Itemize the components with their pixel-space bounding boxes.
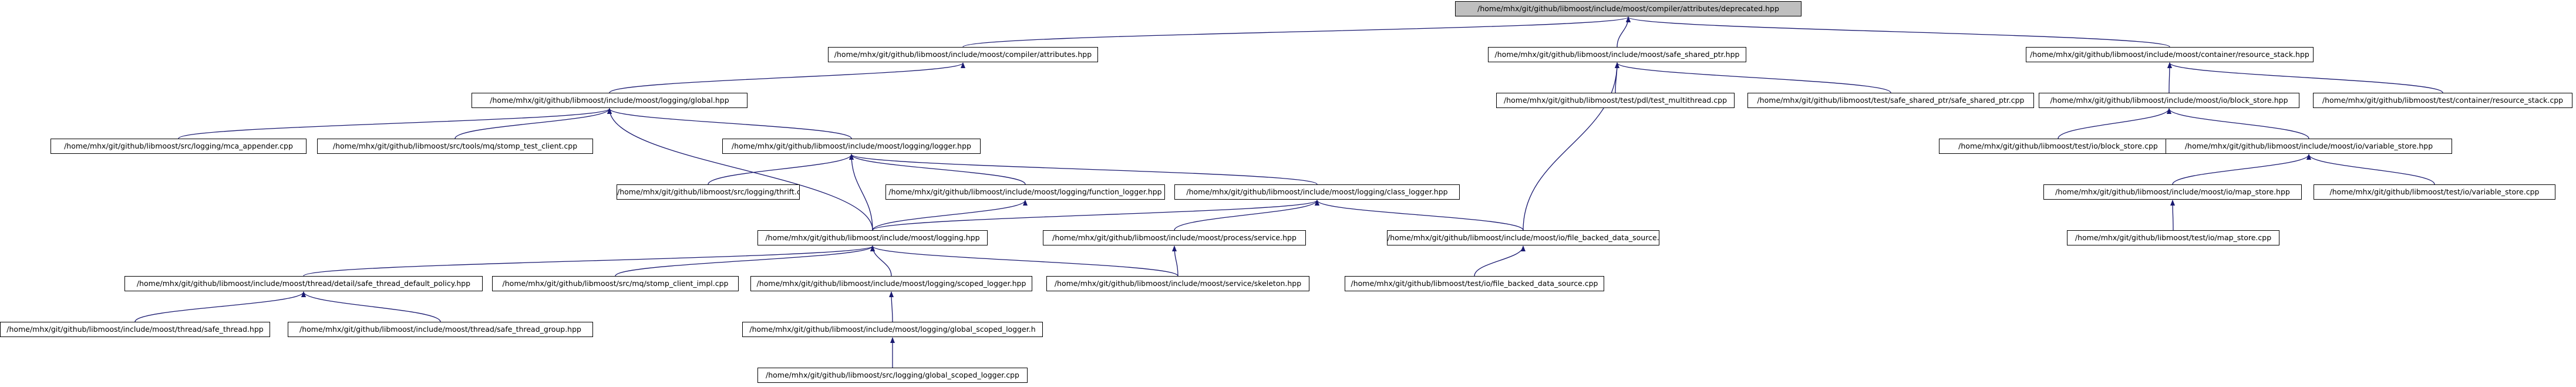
dependency-edge	[301, 291, 441, 322]
root-file-node[interactable]: /home/mhx/git/github/libmoost/include/mo…	[1455, 1, 1801, 16]
dependency-edge	[2167, 62, 2172, 93]
file-node[interactable]: /home/mhx/git/github/libmoost/src/tools/…	[317, 139, 593, 154]
dependency-edge	[178, 108, 612, 139]
file-node[interactable]: /home/mhx/git/github/libmoost/include/mo…	[757, 230, 988, 245]
file-node[interactable]: /home/mhx/git/github/libmoost/include/mo…	[2026, 47, 2314, 62]
file-node[interactable]: /home/mhx/git/github/libmoost/include/mo…	[288, 322, 593, 337]
dependency-edge	[1617, 16, 1631, 48]
dependency-edge	[607, 108, 873, 231]
dependency-edge	[872, 200, 1319, 231]
file-node[interactable]: /home/mhx/git/github/libmoost/test/io/ma…	[2067, 230, 2279, 245]
dependency-edge	[1174, 200, 1319, 231]
dependency-edge	[2172, 154, 2311, 185]
dependency-edge	[870, 245, 892, 277]
file-node[interactable]: /home/mhx/git/github/libmoost/src/loggin…	[757, 368, 1028, 383]
file-node[interactable]: /home/mhx/git/github/libmoost/include/mo…	[722, 139, 981, 154]
dependency-edge	[303, 245, 875, 277]
dependency-edge	[1615, 62, 1891, 93]
file-node[interactable]: /home/mhx/git/github/libmoost/src/loggin…	[50, 139, 307, 154]
dependency-edge	[962, 16, 1631, 48]
dependency-edge	[849, 154, 873, 231]
file-node[interactable]: /home/mhx/git/github/libmoost/include/mo…	[828, 47, 1098, 62]
file-node[interactable]: /home/mhx/git/github/libmoost/include/mo…	[2039, 93, 2299, 108]
dependency-edge	[134, 291, 306, 322]
file-node[interactable]: /home/mhx/git/github/libmoost/include/mo…	[885, 184, 1165, 200]
dependency-edge	[870, 245, 1178, 277]
file-node[interactable]: /home/mhx/git/github/libmoost/test/conta…	[2313, 93, 2572, 108]
dependency-edge	[1626, 16, 2170, 48]
dependency-edge	[1474, 245, 1526, 277]
file-node[interactable]: /home/mhx/git/github/libmoost/include/mo…	[472, 93, 747, 108]
dependency-edge	[1523, 62, 1619, 231]
file-node[interactable]: /home/mhx/git/github/libmoost/test/pdl/t…	[1496, 93, 1735, 108]
file-node[interactable]: /home/mhx/git/github/libmoost/include/mo…	[2166, 139, 2452, 154]
file-node[interactable]: /home/mhx/git/github/libmoost/test/safe_…	[1747, 93, 2034, 108]
file-node[interactable]: /home/mhx/git/github/libmoost/include/mo…	[1488, 47, 1746, 62]
dependency-edge	[2167, 62, 2443, 93]
file-node[interactable]: /home/mhx/git/github/libmoost/include/mo…	[124, 276, 483, 291]
dependency-edge	[615, 245, 875, 277]
file-node[interactable]: /home/mhx/git/github/libmoost/src/loggin…	[617, 184, 800, 200]
file-node[interactable]: /home/mhx/git/github/libmoost/include/mo…	[1046, 276, 1309, 291]
dependency-edge	[2306, 154, 2435, 185]
file-node[interactable]: /home/mhx/git/github/libmoost/test/io/fi…	[1345, 276, 1604, 291]
dependency-edge	[2058, 108, 2171, 139]
file-node[interactable]: /home/mhx/git/github/libmoost/include/mo…	[1387, 230, 1659, 245]
file-node[interactable]: /home/mhx/git/github/libmoost/include/mo…	[750, 276, 1032, 291]
file-node[interactable]: /home/mhx/git/github/libmoost/include/mo…	[1043, 230, 1306, 245]
dependency-edge	[1172, 245, 1178, 277]
dependency-edge	[1315, 200, 1524, 231]
dependency-edge	[454, 108, 612, 139]
dependency-edge	[872, 200, 1028, 231]
file-node[interactable]: /home/mhx/git/github/libmoost/include/mo…	[742, 322, 1043, 337]
dependency-edge	[849, 154, 1026, 185]
file-node[interactable]: /home/mhx/git/github/libmoost/test/io/va…	[2314, 184, 2555, 200]
dependency-edge	[889, 291, 894, 322]
file-node[interactable]: /home/mhx/git/github/libmoost/include/mo…	[2043, 184, 2302, 200]
file-node[interactable]: /home/mhx/git/github/libmoost/include/mo…	[0, 322, 270, 337]
file-node[interactable]: /home/mhx/git/github/libmoost/src/mq/sto…	[492, 276, 739, 291]
dependency-edge	[609, 62, 965, 93]
file-node[interactable]: /home/mhx/git/github/libmoost/include/mo…	[1174, 184, 1460, 200]
dependency-edge	[849, 154, 1318, 185]
dependency-edge	[708, 154, 854, 185]
file-node[interactable]: /home/mhx/git/github/libmoost/test/io/bl…	[1939, 139, 2177, 154]
dependency-edge	[607, 108, 852, 139]
dependency-edge	[2167, 108, 2309, 139]
